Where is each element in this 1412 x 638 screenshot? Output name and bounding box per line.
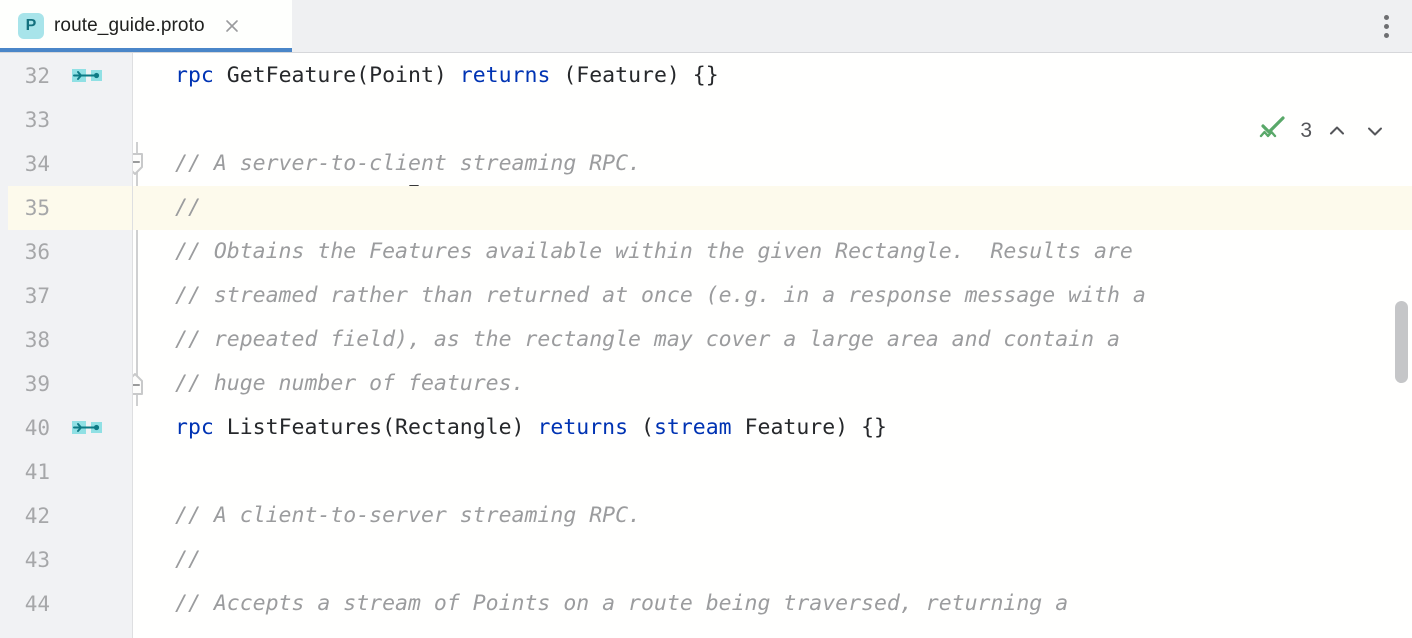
code-line-text: // Obtains the Features available within… xyxy=(175,230,1133,274)
code-line-35[interactable]: // xyxy=(133,186,1412,230)
line-number-40: 40 xyxy=(24,416,50,440)
code-line-33[interactable] xyxy=(133,98,1412,142)
token-cm: // repeated field), as the rectangle may… xyxy=(175,327,1120,352)
fold-collapse-icon[interactable] xyxy=(133,151,146,177)
token-id: ListFeatures(Rectangle) xyxy=(213,415,538,440)
implementation-marker-icon[interactable] xyxy=(72,67,102,85)
token-cm: // streamed rather than returned at once… xyxy=(175,283,1146,308)
code-line-text: // repeated field), as the rectangle may… xyxy=(175,318,1120,362)
editor-tab-title: route_guide.proto xyxy=(54,15,205,36)
line-number-33: 33 xyxy=(24,108,50,132)
token-cm: // Obtains the Features available within… xyxy=(175,239,1133,264)
more-vertical-icon xyxy=(1383,14,1389,38)
line-number-42: 42 xyxy=(24,504,50,528)
token-kw: rpc xyxy=(175,415,214,440)
previous-highlight-button[interactable] xyxy=(1324,118,1350,144)
code-line-39[interactable]: // huge number of features. xyxy=(133,362,1412,406)
token-cm: // huge number of features. xyxy=(175,371,525,396)
code-line-text: // Accepts a stream of Points on a route… xyxy=(175,582,1068,626)
editor-gutter[interactable]: 32 33 34 35 36 37 38 39 40 41 42 43 44 xyxy=(8,53,133,638)
fold-region-line xyxy=(136,142,138,406)
code-line-40[interactable]: rpc ListFeatures(Rectangle) returns (str… xyxy=(133,406,1412,450)
code-line-38[interactable]: // repeated field), as the rectangle may… xyxy=(133,318,1412,362)
token-kw: stream xyxy=(653,415,732,440)
scrollbar-thumb[interactable] xyxy=(1395,301,1408,383)
line-number-32: 32 xyxy=(24,64,50,88)
editor-body: 32 33 34 35 36 37 38 39 40 41 42 43 44 3 xyxy=(0,53,1412,638)
gutter-row xyxy=(8,186,132,230)
code-line-37[interactable]: // streamed rather than returned at once… xyxy=(133,274,1412,318)
editor-marker-strip xyxy=(0,53,8,638)
line-number-44: 44 xyxy=(24,592,50,616)
token-id: GetFeature(Point) xyxy=(213,63,460,88)
token-cm: // xyxy=(175,547,201,572)
line-number-37: 37 xyxy=(24,284,50,308)
code-line-41[interactable] xyxy=(133,450,1412,494)
token-kw: returns xyxy=(537,415,629,440)
line-number-36: 36 xyxy=(24,240,50,264)
inspection-widget: 3 xyxy=(1258,115,1388,146)
token-cm: // Accepts a stream of Points on a route… xyxy=(175,591,1069,616)
code-line-36[interactable]: // Obtains the Features available within… xyxy=(133,230,1412,274)
editor-tab-route-guide-proto[interactable]: P route_guide.proto xyxy=(0,0,292,52)
code-line-text: // streamed rather than returned at once… xyxy=(175,274,1146,318)
token-cm: // xyxy=(175,195,201,220)
token-kw: returns xyxy=(459,63,551,88)
code-line-text: // A client-to-server streaming RPC. xyxy=(175,494,641,538)
inspection-count: 3 xyxy=(1300,118,1312,142)
close-icon[interactable] xyxy=(221,15,243,37)
code-line-text: // xyxy=(175,186,201,230)
inspections-ok-icon[interactable] xyxy=(1258,115,1288,146)
fold-end-icon[interactable] xyxy=(133,371,146,397)
tab-bar-empty-space xyxy=(292,0,1360,52)
editor-code-area[interactable]: 3 rpc GetFeature(Point) returns (Feature… xyxy=(133,53,1412,638)
tab-options-menu-button[interactable] xyxy=(1360,0,1412,52)
token-cm: // A server-to-client streaming RPC. xyxy=(175,151,641,176)
token-id: ( xyxy=(628,415,654,440)
token-cm: // A client-to-server streaming RPC. xyxy=(175,503,641,528)
code-line-44[interactable]: // Accepts a stream of Points on a route… xyxy=(133,582,1412,626)
token-kw: rpc xyxy=(175,63,214,88)
code-line-text: // xyxy=(175,538,201,582)
token-id: (Feature) {} xyxy=(550,63,719,88)
code-folding-column[interactable] xyxy=(133,53,143,638)
line-number-38: 38 xyxy=(24,328,50,352)
code-line-text: // A server-to-client streaming RPC. xyxy=(175,142,641,186)
code-line-43[interactable]: // xyxy=(133,538,1412,582)
code-line-text: // huge number of features. xyxy=(175,362,525,406)
code-line-42[interactable]: // A client-to-server streaming RPC. xyxy=(133,494,1412,538)
line-number-39: 39 xyxy=(24,372,50,396)
token-id: Feature) {} xyxy=(731,415,887,440)
line-number-41: 41 xyxy=(24,460,50,484)
code-line-text: rpc GetFeature(Point) returns (Feature) … xyxy=(175,54,719,98)
editor-vertical-scrollbar[interactable] xyxy=(1395,126,1408,638)
editor-tab-bar: P route_guide.proto xyxy=(0,0,1412,53)
next-highlight-button[interactable] xyxy=(1362,118,1388,144)
code-line-34[interactable]: // A server-to-client streaming RPC. xyxy=(133,142,1412,186)
proto-file-icon: P xyxy=(18,13,44,39)
code-line-32[interactable]: rpc GetFeature(Point) returns (Feature) … xyxy=(133,54,1412,98)
line-number-35: 35 xyxy=(24,196,50,220)
line-number-34: 34 xyxy=(24,152,50,176)
code-line-text: rpc ListFeatures(Rectangle) returns (str… xyxy=(175,406,887,450)
line-number-43: 43 xyxy=(24,548,50,572)
implementation-marker-icon[interactable] xyxy=(72,419,102,437)
